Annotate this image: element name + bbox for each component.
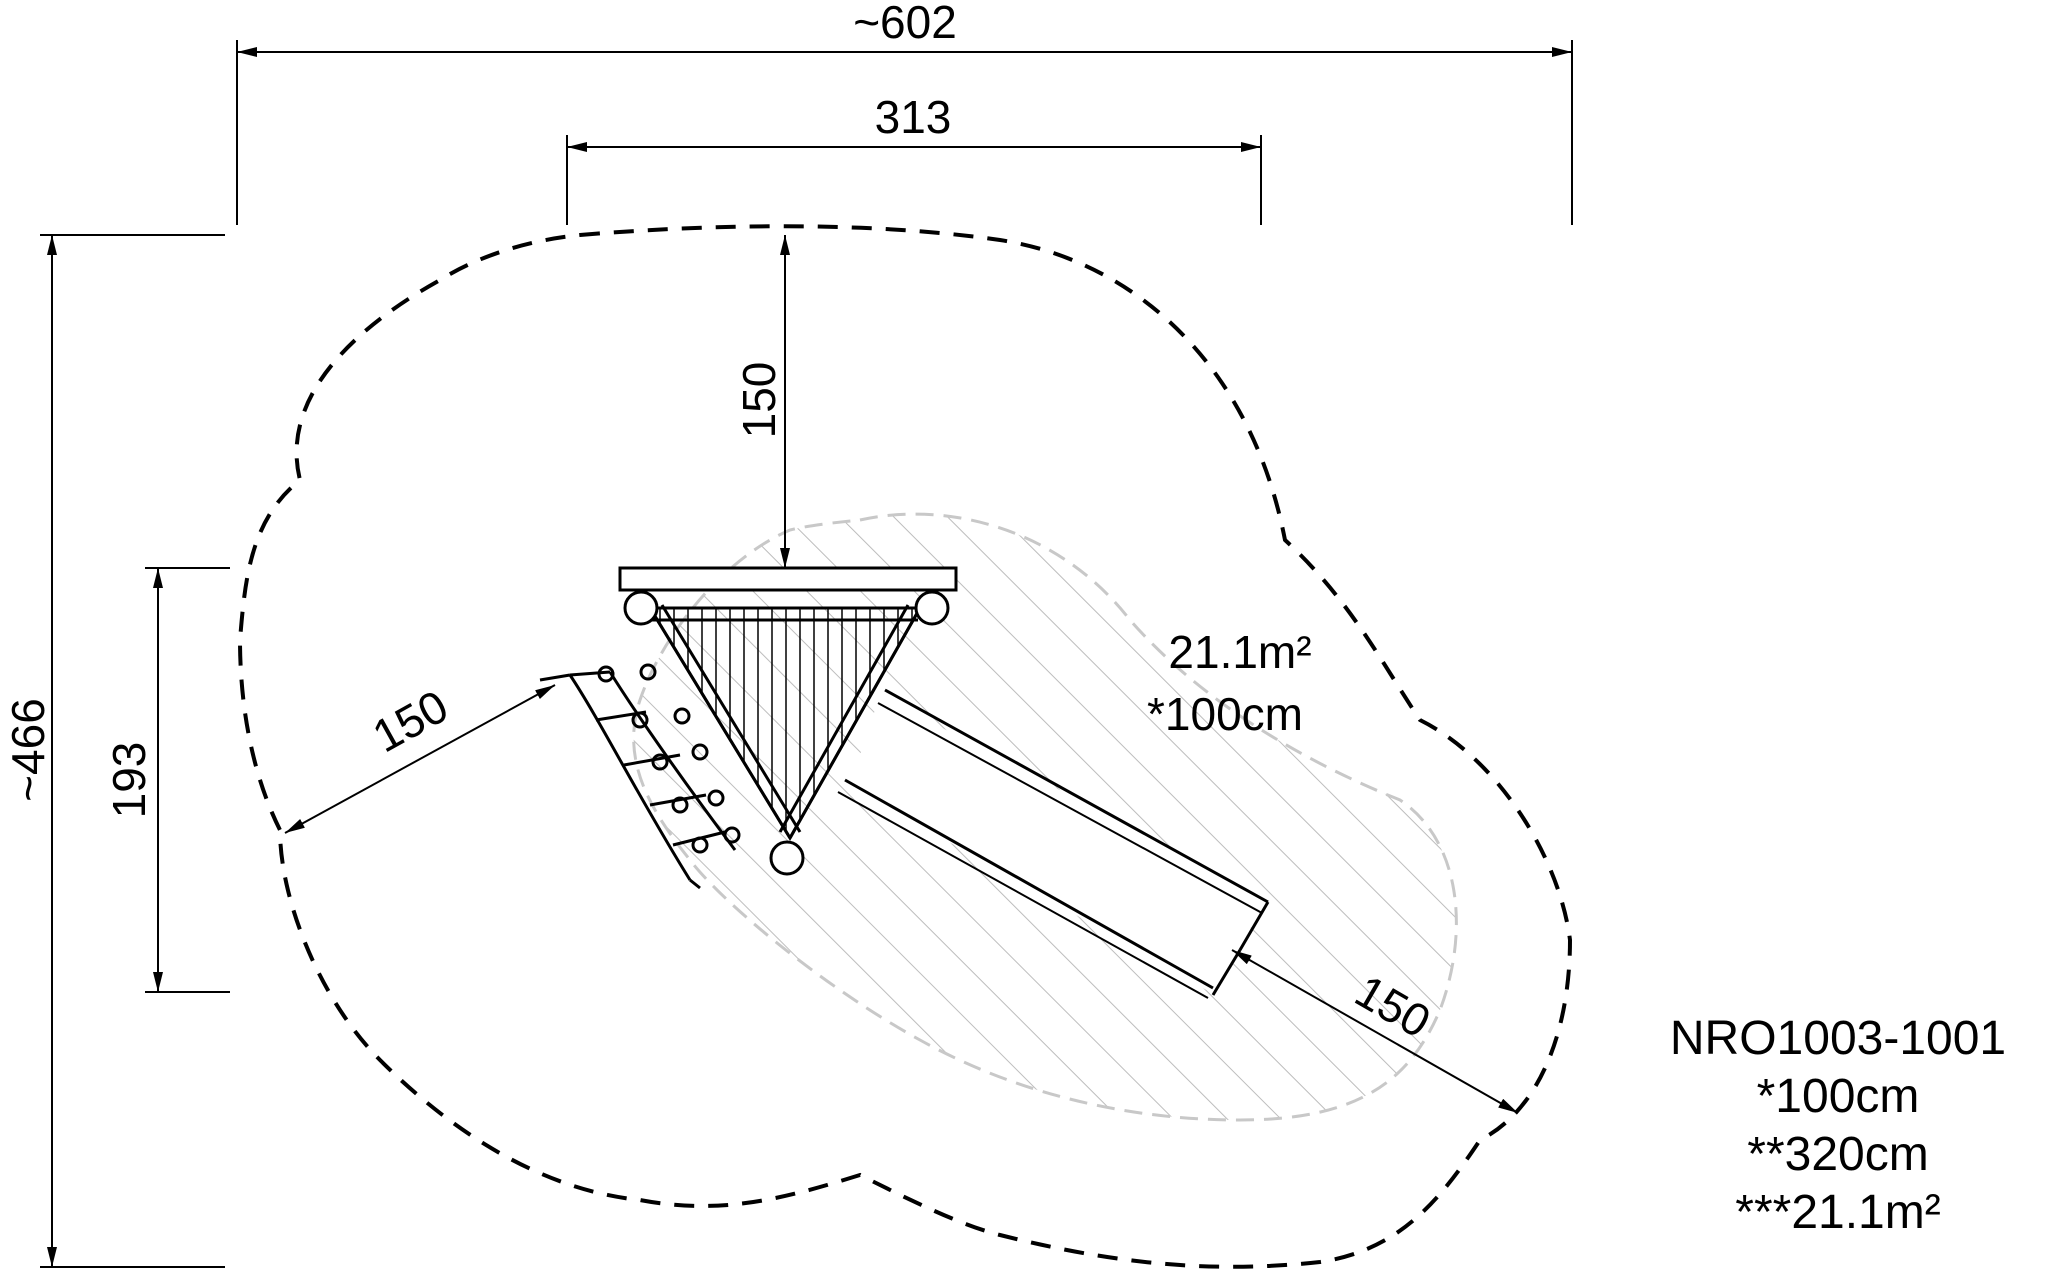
overall-height-label: ~466 bbox=[2, 698, 54, 802]
overall-width-label: ~602 bbox=[853, 0, 957, 48]
product-code: NRO1003-1001 bbox=[1669, 1012, 2007, 1065]
spec-free-height: **320cm bbox=[1747, 1128, 1929, 1181]
dimension-overall-width bbox=[236, 40, 1573, 225]
clearance-left-label: 150 bbox=[364, 680, 456, 763]
dimension-structure-width bbox=[566, 135, 1262, 225]
slide bbox=[837, 688, 1270, 999]
structure-height-label: 193 bbox=[103, 742, 155, 819]
area-label: 21.1m² bbox=[1168, 626, 1311, 678]
dimension-clearance-slide bbox=[1231, 949, 1519, 1114]
dimension-structure-height bbox=[145, 567, 230, 993]
dimension-overall-height bbox=[40, 234, 225, 1268]
tower-platform bbox=[618, 566, 958, 876]
safety-zone-outline bbox=[237, 224, 1573, 1269]
spec-area: ***21.1m² bbox=[1735, 1186, 1941, 1239]
spec-fall-height: *100cm bbox=[1756, 1070, 1920, 1123]
dimension-clearance-left bbox=[284, 684, 556, 834]
area-fall-height-label: *100cm bbox=[1147, 688, 1303, 740]
structure-width-label: 313 bbox=[875, 91, 952, 143]
clearance-top-label: 150 bbox=[733, 362, 785, 439]
spec-block: NRO1003-1001 *100cm **320cm ***21.1m² bbox=[1628, 1010, 2048, 1242]
climbing-net bbox=[539, 663, 741, 890]
